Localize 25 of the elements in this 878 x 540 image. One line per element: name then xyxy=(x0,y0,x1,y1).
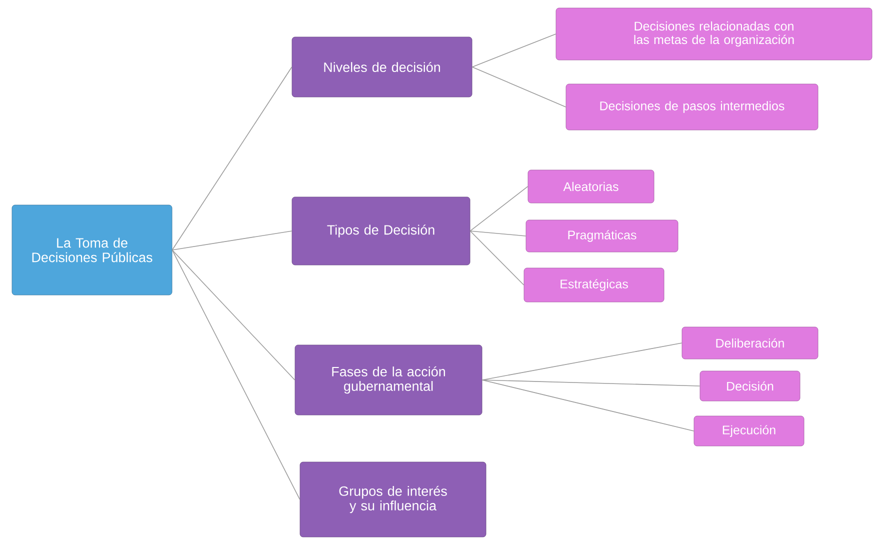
leaf-box: Deliberación xyxy=(682,326,818,360)
root-box: La Toma de Decisiones Públicas xyxy=(12,204,172,296)
connector-line xyxy=(172,250,300,500)
category-box: Grupos de interés y su influencia xyxy=(300,462,486,538)
category-box: Fases de la acción gubernamental xyxy=(294,344,482,416)
leaf-box: Decisión xyxy=(700,370,800,402)
connector-line xyxy=(472,66,566,108)
leaf-box: Estratégicas xyxy=(524,268,664,302)
connector-line xyxy=(472,34,556,68)
connector-line xyxy=(172,230,292,250)
connector-line xyxy=(172,66,292,250)
category-box: Tipos de Decisión xyxy=(292,196,470,266)
connector-line xyxy=(470,186,528,232)
connector-line xyxy=(470,230,526,236)
connector-line xyxy=(172,250,296,380)
leaf-box: Decisiones relacionadas con las metas de la organización xyxy=(556,8,872,60)
leaf-box: Pragmáticas xyxy=(526,220,678,252)
connector-line xyxy=(470,230,524,286)
connector-line xyxy=(482,380,694,432)
leaf-box: Ejecución xyxy=(694,416,804,446)
leaf-box: Decisiones de pasos intermedios xyxy=(566,84,818,130)
category-box: Niveles de decisión xyxy=(292,36,472,98)
connector-line xyxy=(482,342,682,380)
connector-line xyxy=(482,380,700,386)
leaf-box: Aleatorias xyxy=(528,170,654,204)
